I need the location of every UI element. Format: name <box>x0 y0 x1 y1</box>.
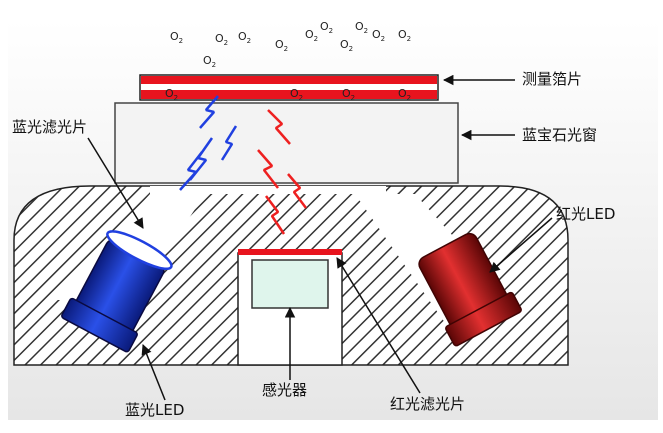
blue-led <box>61 230 173 353</box>
red-light-rays <box>257 109 307 235</box>
blue-light-rays <box>179 95 238 191</box>
label-photodetector: 感光器 <box>262 381 308 399</box>
central-cavity <box>150 186 386 194</box>
label-red-led: 红光LED <box>556 205 616 223</box>
label-blue-filter: 蓝光滤光片 <box>12 118 88 136</box>
photodetector <box>251 259 329 309</box>
photodetector-filter <box>238 249 342 255</box>
label-blue-led: 蓝光LED <box>125 401 185 419</box>
label-sensing-foil: 测量箔片 <box>522 70 583 88</box>
leader-lines <box>87 74 553 401</box>
sensing-foil-bottom-layer <box>141 90 437 99</box>
label-red-filter: 红光滤光片 <box>390 395 466 413</box>
sapphire-window <box>114 102 459 184</box>
red-led <box>418 232 522 347</box>
label-sapphire-window: 蓝宝石光窗 <box>522 126 598 144</box>
sensing-foil-top-layer <box>141 76 437 84</box>
